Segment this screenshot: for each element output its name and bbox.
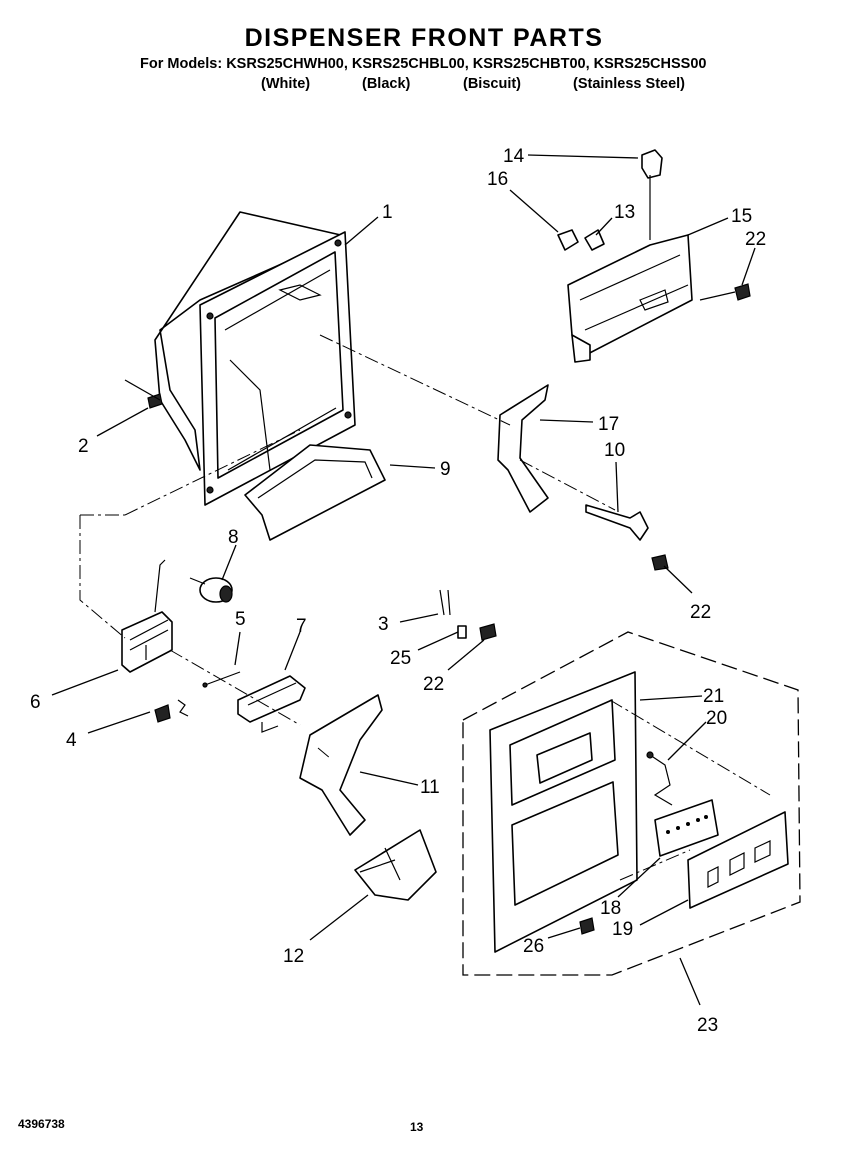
part-22-screw-upper — [699, 283, 751, 301]
document-number: 4396738 — [18, 1117, 65, 1131]
part-12-ice-chute — [354, 829, 437, 901]
leader-2 — [96, 407, 149, 437]
part-4-spring — [154, 699, 189, 723]
callout-19: 19 — [612, 919, 633, 940]
leader-23 — [679, 957, 701, 1006]
leader-5 — [234, 631, 241, 666]
part-20-wire-harness — [646, 751, 673, 806]
leader-3 — [399, 613, 439, 623]
callout-3: 3 — [378, 614, 389, 635]
part-22-screw-lower — [479, 623, 497, 641]
leader-22-upper — [741, 247, 756, 286]
assembly-lines — [79, 334, 616, 759]
callout-10: 10 — [604, 440, 625, 461]
callout-23: 23 — [697, 1015, 718, 1036]
part-2-screw — [124, 379, 163, 409]
part-19-control-overlay — [687, 811, 789, 909]
leader-22-middle — [663, 565, 693, 594]
callout-26: 26 — [523, 936, 544, 957]
assembly-lines-2 — [80, 429, 771, 881]
callout-17: 17 — [598, 414, 619, 435]
leader-4 — [87, 711, 151, 734]
leader-6 — [51, 669, 119, 696]
color-biscuit-label: (Biscuit) — [463, 76, 521, 92]
assembly-boundary-23 — [462, 631, 801, 976]
color-black-label: (Black) — [362, 76, 411, 92]
page-title: DISPENSER FRONT PARTS — [244, 24, 604, 52]
page-number: 13 — [410, 1120, 424, 1134]
callout-16: 16 — [487, 169, 508, 190]
color-white-label: (White) — [261, 76, 311, 92]
part-18-control-board — [654, 799, 719, 857]
leader-17 — [539, 419, 594, 423]
part-13-clip — [584, 229, 605, 251]
leader-25 — [417, 631, 459, 651]
callout-25: 25 — [390, 648, 411, 669]
leader-20 — [667, 721, 707, 761]
callout-11: 11 — [420, 777, 440, 798]
callout-4: 4 — [66, 730, 77, 751]
part-1-dispenser-housing — [154, 211, 356, 506]
part-16-plug — [557, 229, 579, 251]
leader-26 — [547, 927, 581, 939]
callout-21: 21 — [703, 686, 724, 707]
part-6-switch-module — [121, 559, 173, 673]
leader-13 — [595, 217, 613, 236]
leader-18 — [617, 857, 661, 898]
leader-16 — [509, 189, 559, 233]
part-11-ice-paddle — [299, 694, 383, 836]
callout-7: 7 — [296, 616, 307, 637]
part-3-spring-clip — [439, 589, 451, 616]
callout-20: 20 — [706, 708, 727, 729]
callout-13: 13 — [614, 202, 635, 223]
part-8-solenoid — [189, 577, 233, 603]
part-14-bracket — [641, 149, 663, 240]
callout-18: 18 — [600, 898, 621, 919]
leader-12 — [309, 894, 369, 941]
part-9-drip-tray — [244, 444, 386, 541]
leader-22-lower — [447, 639, 485, 671]
part-17-water-paddle — [497, 384, 549, 513]
callout-14: 14 — [503, 146, 525, 167]
callout-22-upper: 22 — [745, 229, 766, 250]
callout-22-lower: 22 — [423, 674, 444, 695]
callout-8: 8 — [228, 527, 239, 548]
part-15-upper-housing — [567, 234, 693, 363]
callout-6: 6 — [30, 692, 41, 713]
part-21-front-panel — [489, 671, 638, 953]
leader-19 — [639, 899, 689, 926]
callout-22-middle: 22 — [690, 602, 711, 623]
part-7-actuator — [237, 675, 306, 733]
part-26-screw — [579, 917, 595, 935]
leader-15 — [687, 217, 729, 236]
leader-7 — [284, 631, 301, 671]
callout-5: 5 — [235, 609, 246, 630]
part-5-pin — [202, 671, 241, 688]
part-25-contact — [457, 625, 467, 639]
callout-2: 2 — [78, 436, 89, 457]
leader-10 — [615, 461, 619, 513]
color-stainless-label: (Stainless Steel) — [573, 76, 686, 92]
leader-9 — [389, 464, 436, 469]
callout-9: 9 — [440, 459, 451, 480]
part-10-rod — [585, 504, 649, 541]
callout-12: 12 — [283, 946, 304, 967]
callout-1: 1 — [382, 202, 393, 223]
leader-1 — [344, 216, 379, 246]
leader-8 — [221, 544, 237, 581]
callout-15: 15 — [731, 206, 752, 227]
leader-21 — [639, 695, 703, 701]
leader-11 — [359, 771, 419, 786]
leader-14 — [527, 154, 639, 159]
models-line: For Models: KSRS25CHWH00, KSRS25CHBL00, … — [140, 56, 707, 72]
